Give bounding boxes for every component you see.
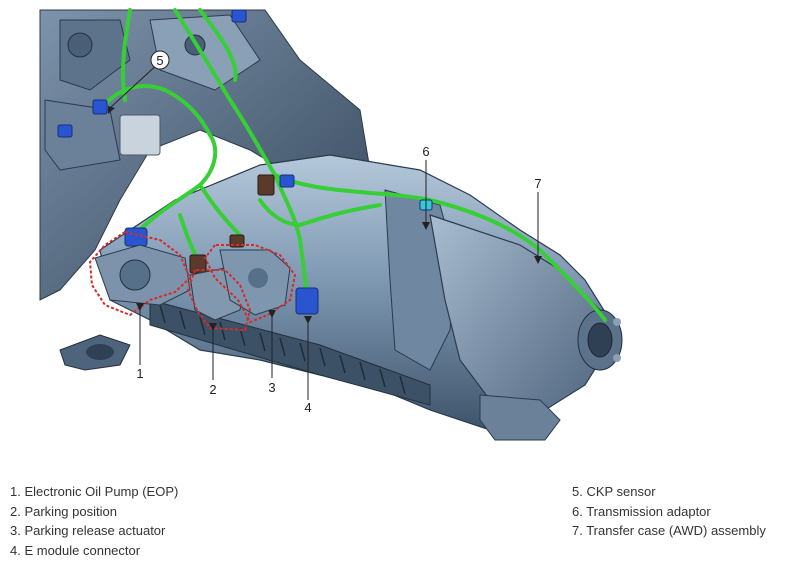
parking-position-outline <box>186 269 252 332</box>
legend-item-2: 2. Parking position <box>10 503 117 519</box>
callout-1: 1 <box>136 366 143 381</box>
legend-item-1: 1. Electronic Oil Pump (EOP) <box>10 484 179 499</box>
leader-arrows <box>108 106 542 331</box>
eop-and-actuators <box>94 244 291 321</box>
callout-6: 6 <box>422 144 429 159</box>
callout-5: 5 <box>156 53 163 68</box>
callout-5-circle <box>150 50 170 70</box>
brown-connectors <box>189 174 275 274</box>
callout-4: 4 <box>304 400 311 415</box>
legend-item-4: 4. E module connector <box>10 542 141 558</box>
legend-item-6: 6. Transmission adaptor <box>572 503 711 519</box>
legend-item-7: 7. Transfer case (AWD) assembly <box>572 523 766 538</box>
legend-left: 1. Electronic Oil Pump (EOP) 2. Parking … <box>10 482 178 560</box>
callout-3: 3 <box>268 380 275 395</box>
callout-7: 7 <box>534 176 541 191</box>
wiring-harness <box>98 8 607 322</box>
transmission-housing <box>59 154 623 441</box>
callout-2: 2 <box>209 382 216 397</box>
transmission-diagram: 1 2 3 4 5 6 7 <box>39 8 623 441</box>
legend-item-5: 5. CKP sensor <box>572 484 656 499</box>
leader-lines <box>109 61 539 400</box>
legend-right: 5. CKP sensor 6. Transmission adaptor 7.… <box>572 482 766 541</box>
legend-item-3: 3. Parking release actuator <box>10 523 166 538</box>
parking-actuator-outline <box>203 244 297 324</box>
